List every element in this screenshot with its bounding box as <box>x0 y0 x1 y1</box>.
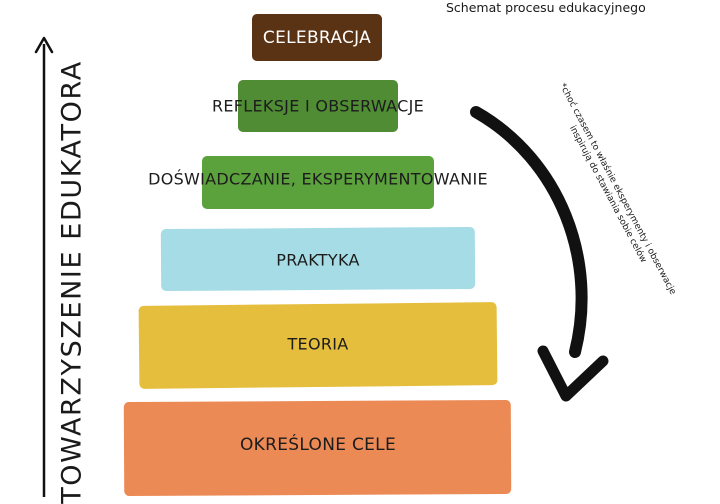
level-cele-label: OKREŚLONE CELE <box>239 435 397 455</box>
level-celebracja-bar <box>252 14 382 61</box>
level-doswiadczanie-label: DOŚWIADCZANIE, EKSPERYMENTOWANIE <box>148 169 488 189</box>
curved-arrow-head <box>537 345 609 402</box>
side-label: TOWARZYSZENIE EDUKATORA <box>56 60 88 504</box>
level-refleksje-bar <box>238 80 398 132</box>
level-celebracja-label: CELEBRACJA <box>262 28 372 48</box>
curved-arrow-shaft <box>470 106 588 358</box>
level-doswiadczanie-bar <box>202 156 434 209</box>
diagram-header: Schemat procesu edukacyjnego <box>446 0 646 15</box>
level-refleksje-label: REFLEKSJE I OBSERWACJE <box>211 96 425 116</box>
vertical-arrow-head <box>34 36 54 54</box>
level-teoria-label: TEORIA <box>287 334 349 354</box>
level-praktyka-label: PRAKTYKA <box>276 250 360 270</box>
